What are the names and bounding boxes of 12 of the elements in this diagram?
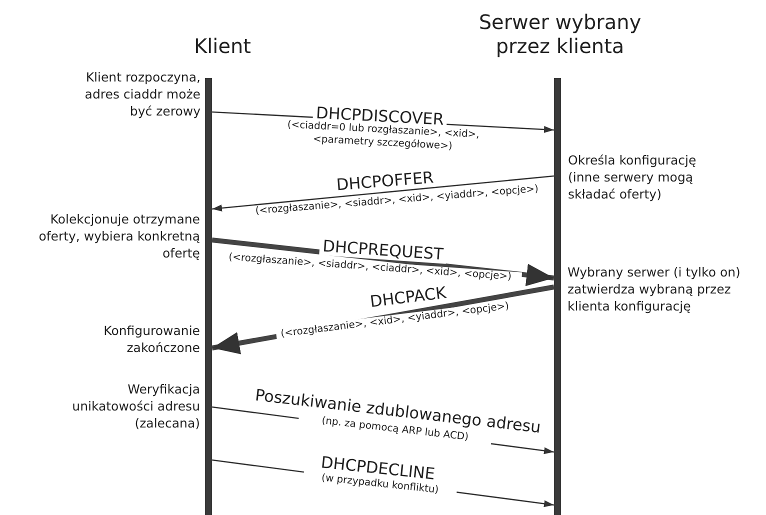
participant-label: Klient [160, 34, 285, 58]
annotation-note: Weryfikacja unikatowości adresu (zalecana) [71, 382, 200, 432]
arrow [212, 238, 554, 286]
lifeline-bar [205, 78, 212, 515]
arrow [212, 175, 554, 212]
annotation-note: Wybrany serwer (i tylko on) zatwierdza wybraną przez klienta konfigurację [568, 264, 742, 316]
participant-label: Serwer wybrany przez klienta [470, 10, 650, 58]
annotation-note: Kolekcjonuje otrzymane oferty, wybiera konkretną ofertę [38, 212, 200, 262]
annotation-note: Konfigurowanie zakończone [102, 323, 200, 357]
annotation-note: Określa konfigurację (inne serwery mogą składać oferty) [568, 152, 698, 204]
lifeline-bar [554, 78, 561, 515]
annotation-note: Klient rozpoczyna, adres ciaddr może być zerowy [84, 70, 200, 120]
